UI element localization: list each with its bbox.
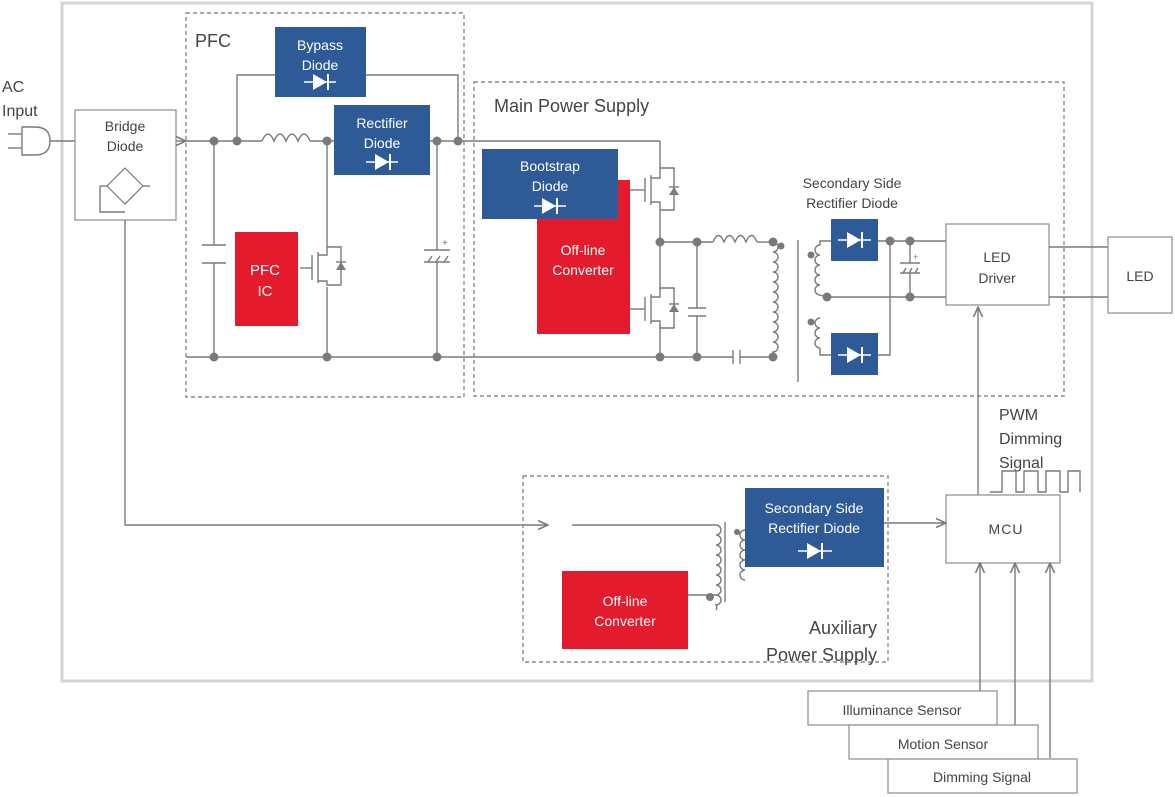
svg-text:+: + [913,252,918,262]
bridge-diode-label-1: Bridge [105,118,146,134]
pfc-ic-label-1: PFC [250,262,280,279]
main-secondary-diode-bottom-icon [838,347,871,363]
ac-input-label-2: Input [2,103,38,120]
led-block [1107,236,1173,314]
main-offline-converter-label-1: Off-line [561,242,606,258]
aux-secondary-label-1: Secondary Side [765,500,864,516]
led-driver-label-2: Driver [978,270,1016,286]
bridge-diode-label-2: Diode [107,138,144,154]
mcu-block [945,494,1061,564]
aux-transformer-icon [714,522,746,611]
bypass-diode-icon [304,74,336,90]
pfc-mosfet-icon [300,246,346,286]
aux-secondary-label-2: Rectifier Diode [768,520,860,536]
led-driver-label-1: LED [983,249,1010,265]
pfc-electrolytic-capacitor-icon: + [424,238,450,263]
pfc-ic-label-2: IC [258,283,273,300]
main-secondary-label-1: Secondary Side [803,175,902,191]
low-side-mosfet-icon [630,287,679,329]
ac-input-label-1: AC [2,79,24,96]
ac-plug-icon [8,126,51,156]
aux-offline-converter-block [562,571,688,649]
pwm-waveform-icon [990,470,1081,493]
output-capacitor-icon: + [900,252,920,274]
pwm-label-1: PWM [999,407,1038,424]
pwm-label-3: Signal [999,455,1043,472]
resonant-inductor-icon [712,234,758,244]
illuminance-sensor-box [807,690,998,726]
bootstrap-diode-label-1: Bootstrap [520,158,580,174]
pwm-label-2: Dimming [999,431,1062,448]
dimming-signal-label: Dimming Signal [933,769,1031,785]
bootstrap-diode-label-2: Diode [532,178,569,194]
auxiliary-label-1: Auxiliary [809,618,877,638]
main-power-supply-frame [473,81,1065,397]
rectifier-diode-label-2: Diode [364,135,401,151]
led-driver-block [945,223,1050,306]
bridge-diode-block [74,109,177,221]
outer-frame [60,1,1094,683]
aux-secondary-diode-icon [798,543,832,559]
high-side-mosfet-icon [630,167,679,211]
main-offline-converter-block [537,180,630,334]
bypass-diode-label-1: Bypass [297,37,343,53]
rectifier-diode-label-1: Rectifier [356,115,408,131]
auxiliary-label-2: Power Supply [766,645,877,665]
main-transformer-icon [771,240,821,382]
motion-sensor-label: Motion Sensor [898,736,989,752]
auxiliary-power-supply-frame [522,475,889,663]
bootstrap-diode-icon [534,198,566,214]
pfc-ic-block [235,232,298,326]
pfc-inductor-icon [261,133,311,143]
main-offline-converter-label-2: Converter [552,262,614,278]
rectifier-diode-icon [366,154,398,170]
main-secondary-diode-top-icon [838,232,871,248]
dimming-signal-box [887,758,1078,794]
main-secondary-label-2: Rectifier Diode [806,195,898,211]
main-power-supply-label: Main Power Supply [494,96,649,116]
aux-offline-converter-label-2: Converter [594,613,656,629]
led-label: LED [1126,268,1153,284]
bridge-rectifier-icon [99,167,150,213]
svg-text:+: + [442,238,448,249]
mcu-label: MCU [989,521,1024,537]
aux-offline-converter-label-1: Off-line [603,593,648,609]
motion-sensor-box [848,724,1039,760]
pfc-group-label: PFC [195,31,231,51]
illuminance-sensor-label: Illuminance Sensor [842,702,961,718]
bypass-diode-label-2: Diode [302,57,339,73]
pfc-group-frame [185,12,465,398]
